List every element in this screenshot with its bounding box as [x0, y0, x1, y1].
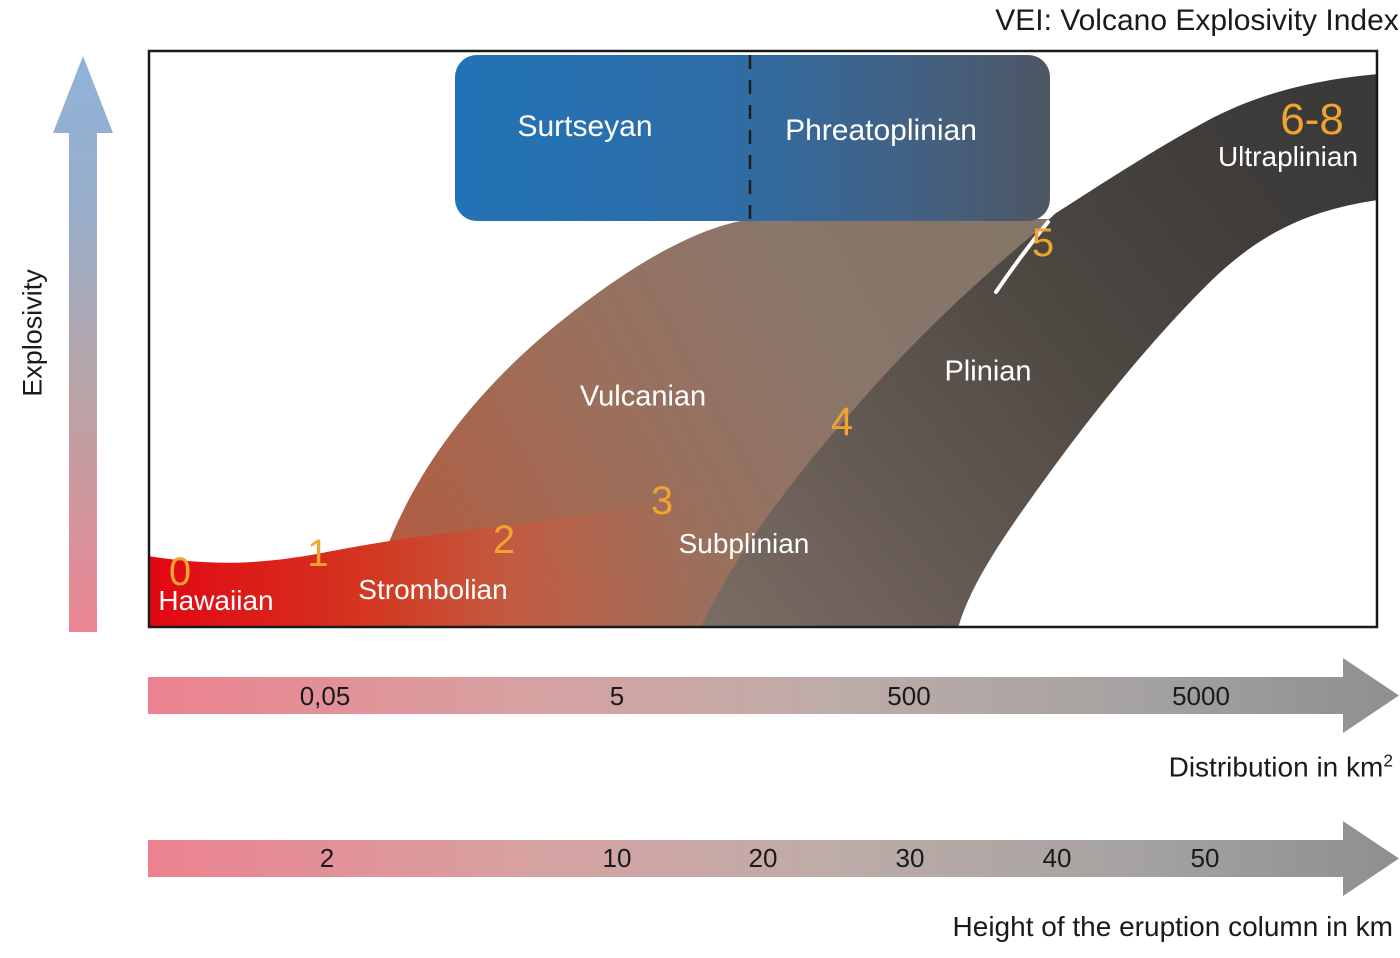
height-tick-4: 30	[895, 843, 925, 873]
y-axis-label: Explosivity	[17, 269, 48, 397]
vei-marker-0: 0	[168, 550, 192, 594]
region-label-phreatoplinian: Phreatoplinian	[785, 114, 977, 147]
region-label-vulcanian: Vulcanian	[579, 380, 707, 413]
region-label-surtseyan: Surtseyan	[517, 110, 653, 143]
plot-border	[147, 49, 1379, 629]
distribution-axis-arrow	[148, 658, 1399, 733]
vei-marker-6-8: 6-8	[1280, 95, 1344, 144]
region-label-subplinian: Subplinian	[678, 528, 810, 559]
distribution-tick-1: 0,05	[299, 681, 351, 711]
vei-marker-1: 1	[307, 533, 329, 575]
hawaiian-strombolian-band	[149, 488, 710, 627]
distribution-axis-caption: Distribution in km2	[1168, 750, 1393, 783]
distribution-tick-3: 500	[887, 681, 931, 711]
vei-marker-4: 4	[830, 400, 854, 444]
region-label-plinian: Plinian	[944, 355, 1032, 388]
distribution-axis-caption-text: Distribution in km	[1168, 751, 1384, 783]
height-tick-2: 10	[602, 843, 632, 873]
vei-marker-5: 5	[1031, 221, 1055, 265]
distribution-axis-caption-sup: 2	[1383, 750, 1393, 771]
distribution-tick-4: 5000	[1172, 681, 1230, 711]
height-tick-6: 50	[1190, 843, 1220, 873]
height-tick-5: 40	[1042, 843, 1072, 873]
height-axis-caption: Height of the eruption column in km	[952, 911, 1393, 942]
region-label-ultraplinian: Ultraplinian	[1217, 141, 1359, 172]
distribution-tick-2: 5	[609, 681, 625, 711]
region-label-hawaiian: Hawaiian	[158, 585, 274, 616]
vei-marker-3: 3	[650, 479, 674, 523]
plinian-ultraplinian-band	[700, 74, 1377, 627]
height-axis-arrow	[148, 821, 1399, 896]
height-tick-1: 2	[319, 843, 335, 873]
height-tick-3: 20	[748, 843, 778, 873]
band-separator-sliver	[994, 220, 1050, 294]
vei-marker-2: 2	[492, 518, 516, 562]
surtseyan-phreatoplinian-box	[455, 55, 1050, 221]
region-label-strombolian: Strombolian	[358, 574, 508, 605]
explosivity-arrow	[53, 56, 113, 632]
page-title: VEI: Volcano Explosivity Index	[995, 4, 1399, 37]
